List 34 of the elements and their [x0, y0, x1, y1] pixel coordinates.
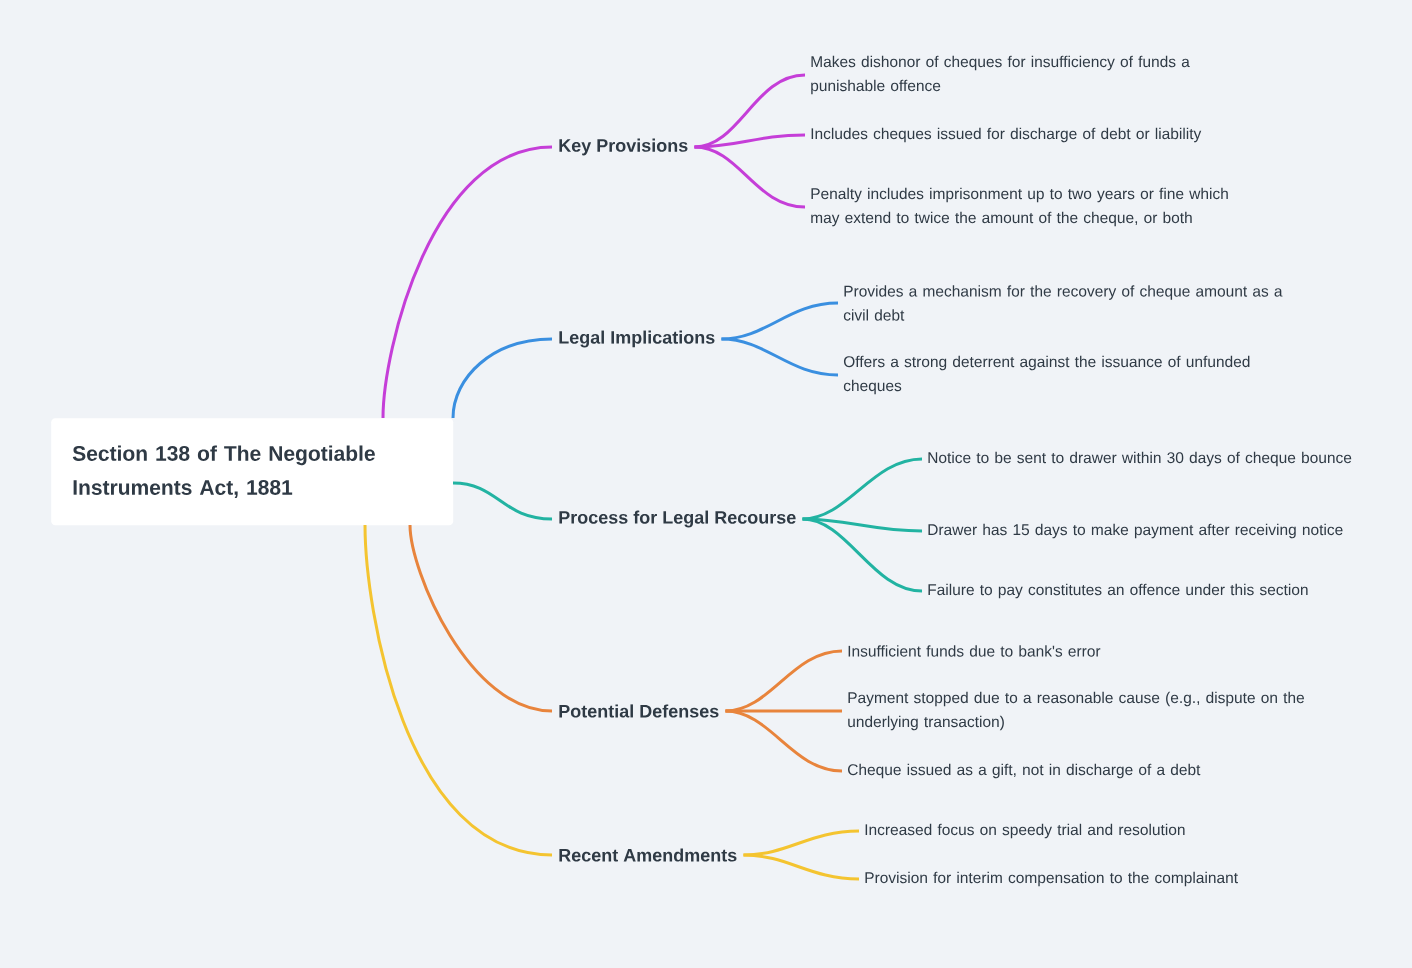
- connector-curve: [694, 133, 806, 149]
- connector-curve: [721, 337, 839, 377]
- connector-curve: [725, 709, 842, 713]
- leaf-text: Includes cheques issued for discharge of debt or liability: [811, 127, 1202, 143]
- branch-label: Recent Amendments: [559, 848, 737, 862]
- leaf-text: Notice to be sent to drawer within 30 days of cheque bounce: [928, 451, 1352, 467]
- connector-curve: [725, 709, 843, 773]
- connector-curve: [802, 457, 923, 521]
- leaf-text: Provision for interim compensation to the complainant: [865, 871, 1238, 887]
- leaf-text: Insufficient funds due to bank's error: [848, 645, 1101, 657]
- leaf-text: Makes dishonor of cheques for insufficiency of funds a punishable offence: [811, 55, 1190, 95]
- branch-label: Legal Implications: [559, 330, 715, 348]
- connector-curve: [363, 524, 553, 857]
- leaf-text: Payment stopped due to a reasonable cause (e.g., dispute on the underlying transaction): [848, 691, 1304, 731]
- leaf-text: Penalty includes imprisonment up to two years or fine which may extend to twice the amount of the cheque, or both: [811, 187, 1228, 227]
- leaf-text: Increased focus on speedy trial and resolution: [865, 823, 1185, 839]
- connector-curve: [743, 853, 860, 881]
- connector-curve: [381, 145, 553, 419]
- leaf-text: Cheque issued as a gift, not in discharge of a debt: [848, 763, 1201, 779]
- connector-curve: [721, 301, 839, 341]
- root-box: Section 138 of The Negotiable Instruments Act, 1881: [51, 418, 454, 526]
- connector-curve: [408, 524, 553, 713]
- branch-label: Potential Defenses: [559, 704, 719, 718]
- connector-curve: [802, 517, 923, 593]
- connector-curve: [451, 337, 553, 419]
- leaf-text: Drawer has 15 days to make payment after receiving notice: [928, 523, 1343, 539]
- leaf-text: Failure to pay constitutes an offence under this section: [928, 583, 1308, 599]
- connector-curve: [743, 829, 860, 857]
- connector-curve: [694, 145, 806, 209]
- branch-label: Key Provisions: [559, 138, 688, 156]
- branch-label: Process for Legal Recourse: [559, 510, 796, 528]
- connector-curve: [452, 481, 553, 521]
- leaf-text: Provides a mechanism for the recovery of cheque amount as a civil debt: [843, 285, 1283, 321]
- leaf-text: Offers a strong deterrent against the issuance of unfunded cheques: [843, 355, 1250, 395]
